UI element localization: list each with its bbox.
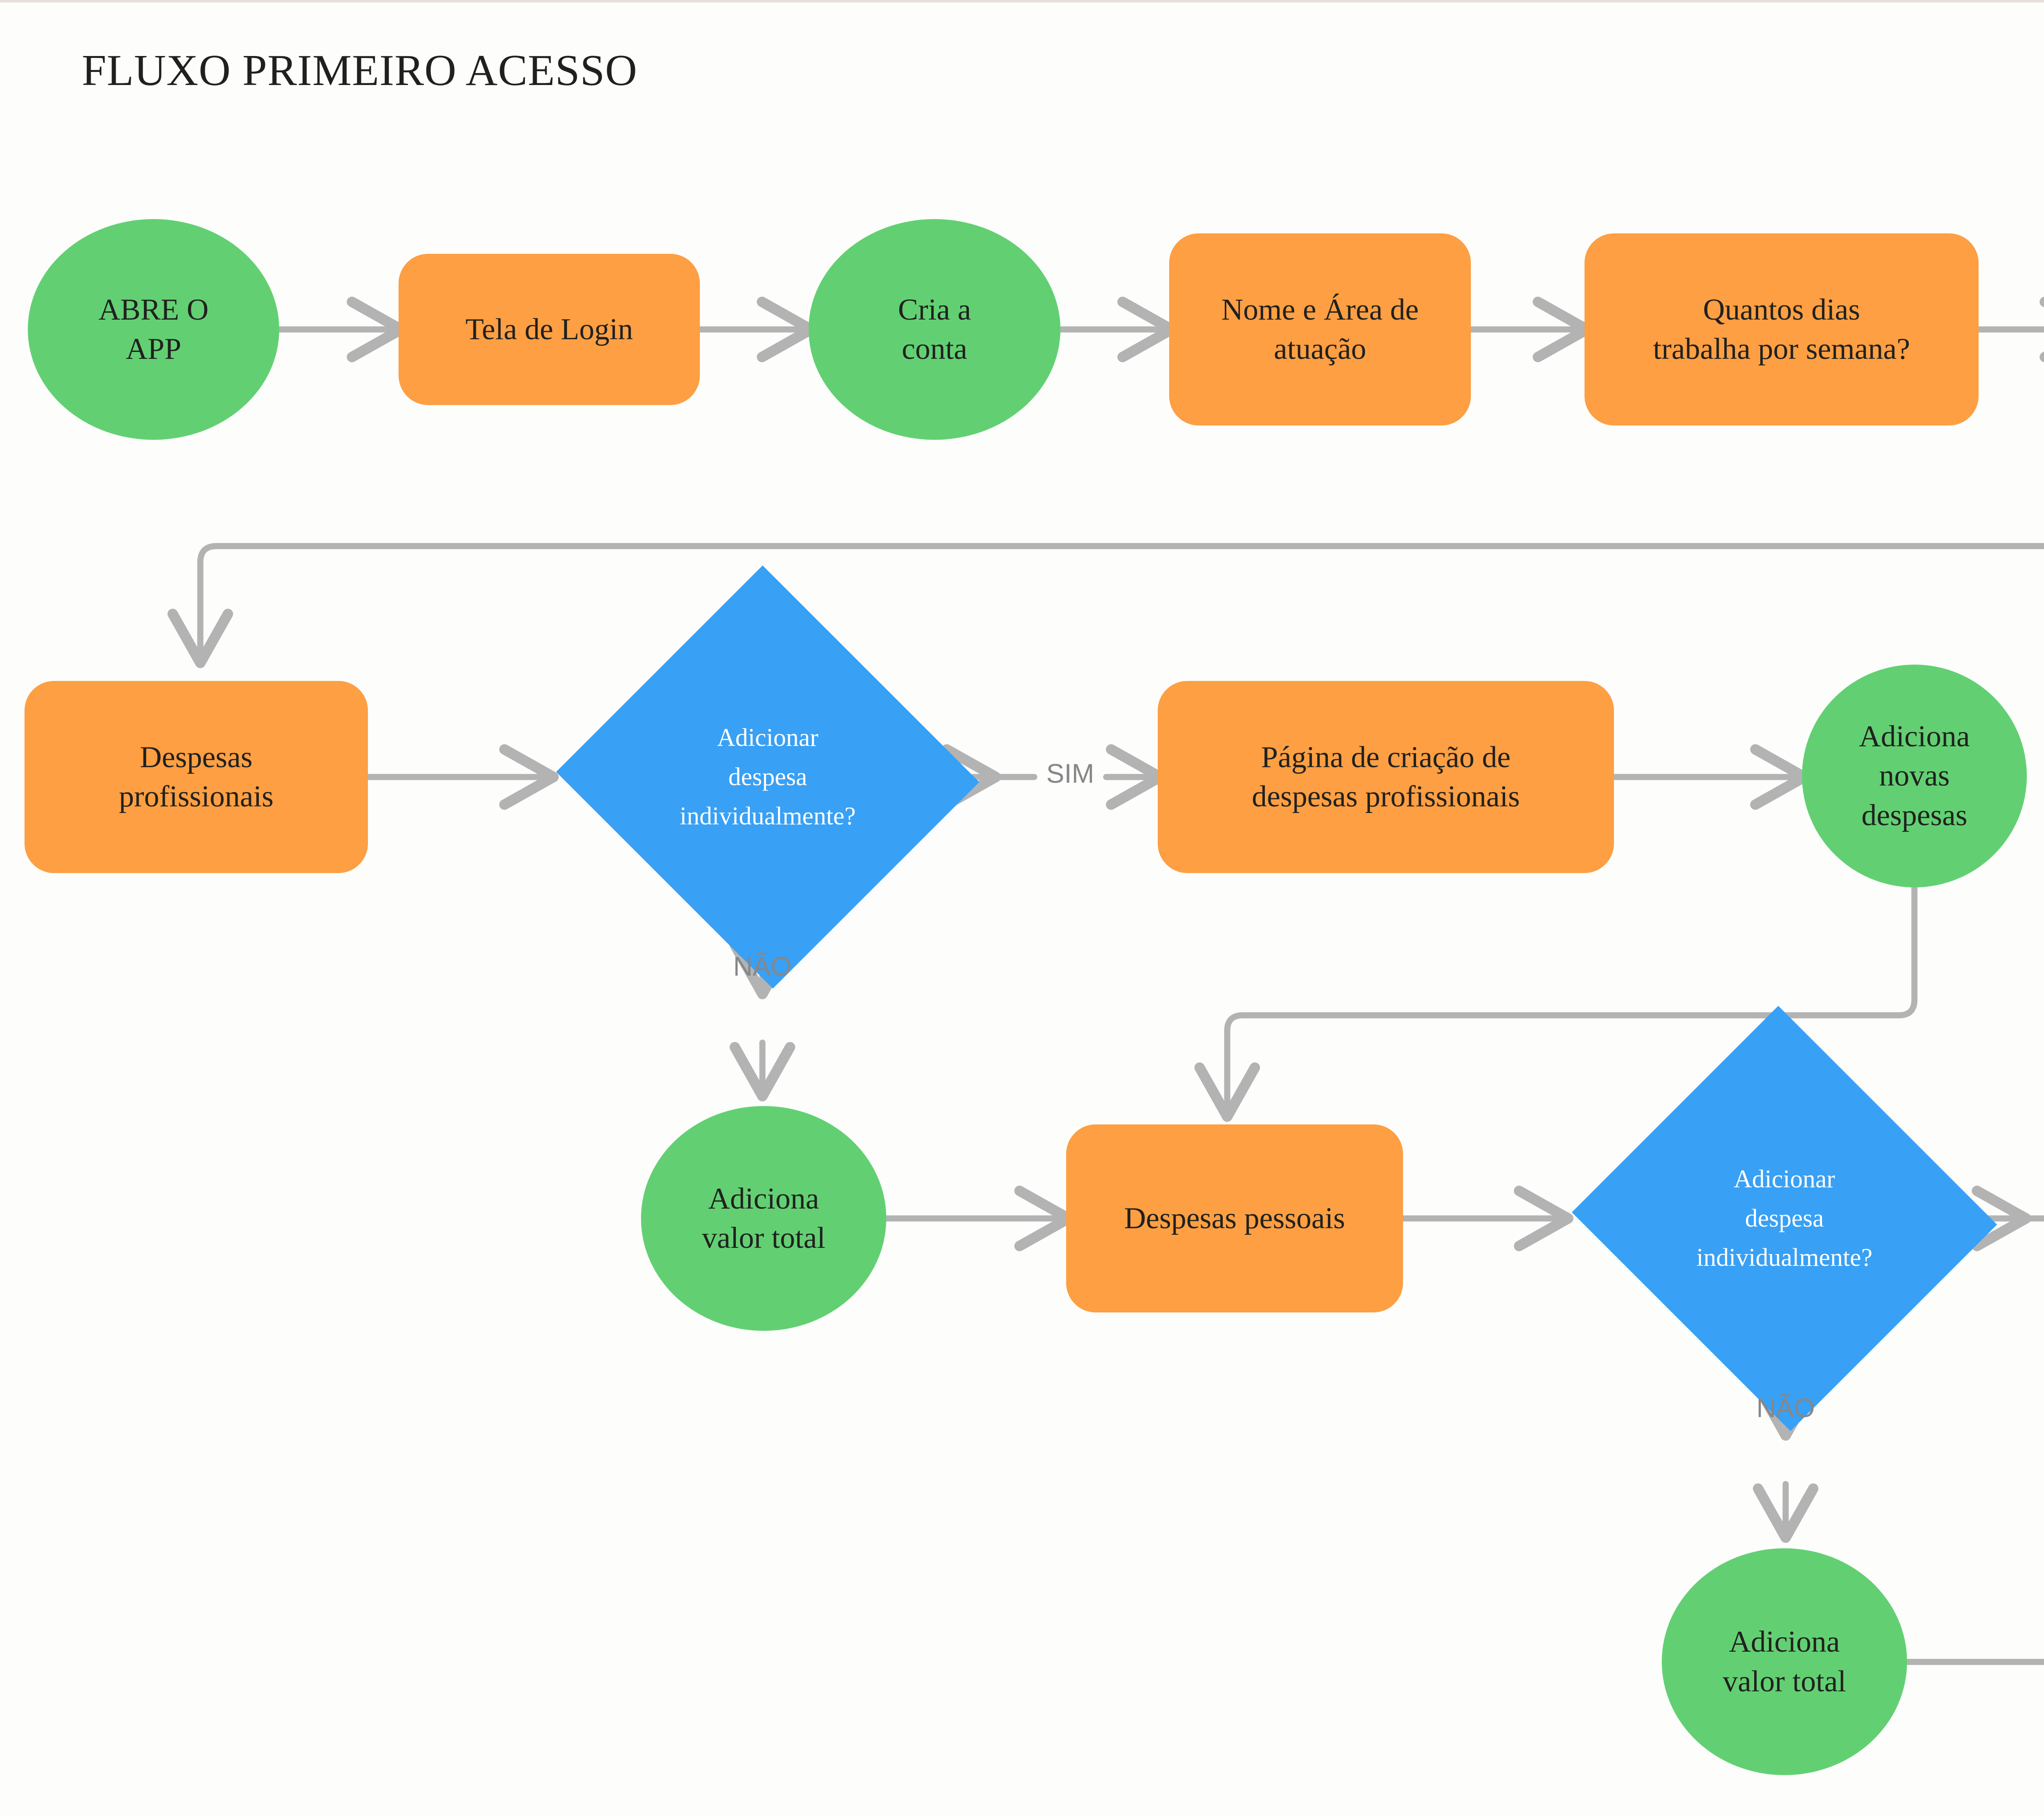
node-label: Tela de Login <box>465 312 633 346</box>
node-despesas-pessoais[interactable]: Despesas pessoais <box>1066 1124 1403 1312</box>
node-label: Despesas pessoais <box>1124 1201 1345 1235</box>
page-title: FLUXO PRIMEIRO ACESSO <box>82 46 638 95</box>
edge-label-sim-profissional: SIM <box>1046 758 1094 788</box>
edge-horas-to-despprof <box>167 543 2044 668</box>
edge-label-nao-pessoal: NÃO <box>1756 1393 1815 1423</box>
edge-label-nao-profissional: NÃO <box>733 951 792 981</box>
node-tela-de-login[interactable]: Tela de Login <box>399 254 700 405</box>
